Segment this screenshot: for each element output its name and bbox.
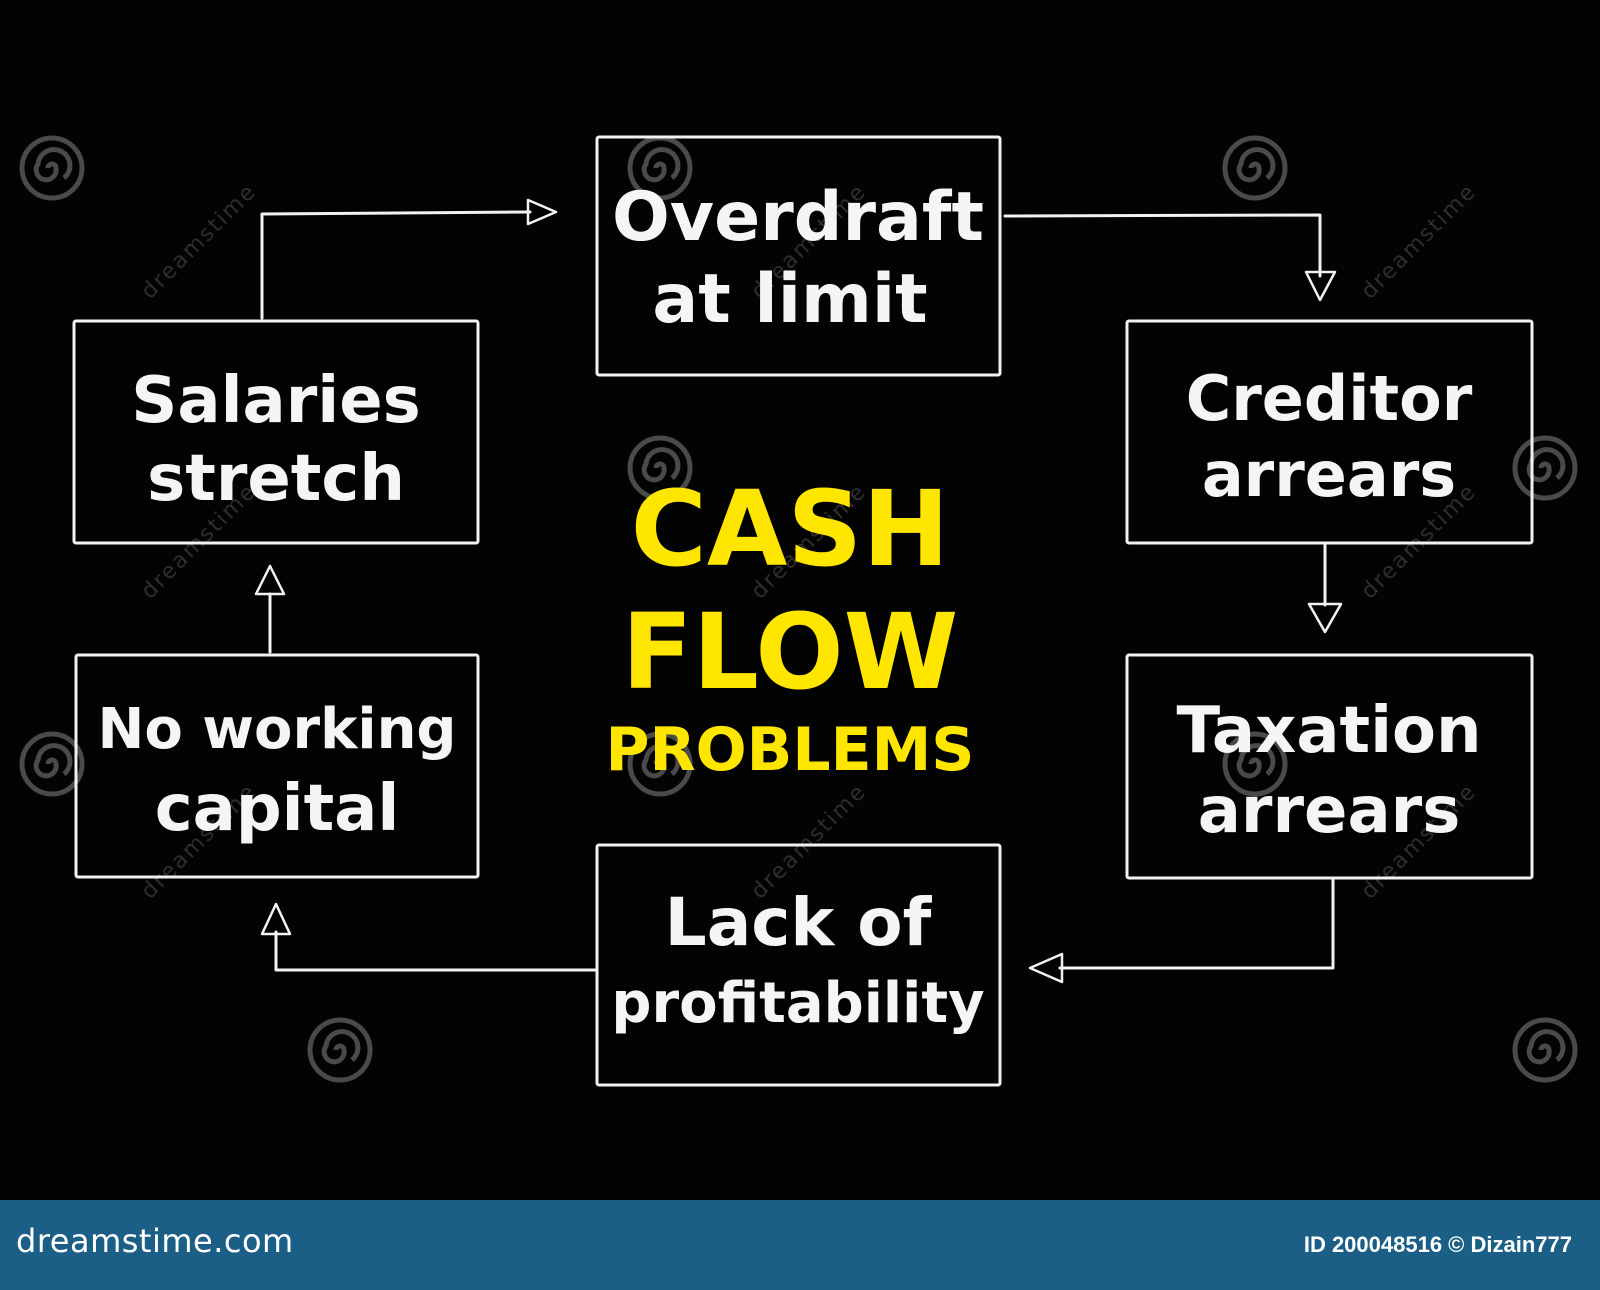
title-line-problems: PROBLEMS (605, 715, 974, 785)
node-salaries: Salaries stretch (72, 319, 480, 545)
connector-noworking-salaries (254, 564, 286, 654)
connector-lack-noworking (260, 902, 598, 972)
watermark-text: dreamstime (137, 179, 262, 304)
stock-footer-bar: dreamstime.com ID 200048516 © Dizain777 (0, 1200, 1600, 1290)
connector-taxation-lack (1028, 878, 1335, 984)
node-taxation: Taxation arrears (1125, 653, 1534, 880)
watermark-text: dreamstime (1357, 179, 1482, 304)
connector-salaries-overdraft (260, 198, 558, 320)
node-noworking: No working capital (74, 653, 480, 879)
node-overdraft-line1: Overdraft (612, 178, 984, 257)
footer-credit: ID 200048516 © Dizain777 (1303, 1232, 1572, 1257)
spiral-logo-icon (1222, 731, 1288, 797)
spiral-logo-icon (627, 731, 693, 797)
connector-creditor-taxation (1307, 542, 1343, 634)
node-lack: Lack of profitability (595, 843, 1002, 1087)
node-noworking-line2: capital (155, 772, 400, 846)
spiral-logo-icon (1512, 1017, 1578, 1083)
node-lack-line2: profitability (611, 971, 984, 1036)
spiral-logo-icon (307, 1017, 373, 1083)
spiral-logo-icon (19, 135, 85, 201)
connector-overdraft-creditor (1003, 213, 1337, 302)
node-taxation-line2: arrears (1198, 774, 1461, 848)
footer-brand: dreamstime.com (16, 1222, 294, 1260)
node-overdraft: Overdraft at limit (595, 135, 1002, 377)
node-salaries-line1: Salaries (131, 364, 420, 438)
spiral-logo-icon (1222, 135, 1288, 201)
node-overdraft-line2: at limit (652, 260, 927, 339)
node-creditor-line2: arrears (1202, 438, 1456, 511)
spiral-logo-icon (19, 731, 85, 797)
spiral-logo-icon (1512, 435, 1578, 501)
diagram-title: CASH FLOW PROBLEMS (605, 468, 974, 785)
node-creditor: Creditor arrears (1125, 319, 1534, 545)
node-taxation-line1: Taxation (1176, 694, 1481, 768)
spiral-logo-icon (627, 435, 693, 501)
title-line-flow: FLOW (622, 591, 959, 713)
node-salaries-line2: stretch (147, 442, 405, 516)
node-noworking-line1: No working (97, 697, 456, 762)
title-line-cash: CASH (631, 468, 950, 590)
node-creditor-line1: Creditor (1186, 362, 1473, 435)
node-lack-line1: Lack of (665, 884, 933, 961)
